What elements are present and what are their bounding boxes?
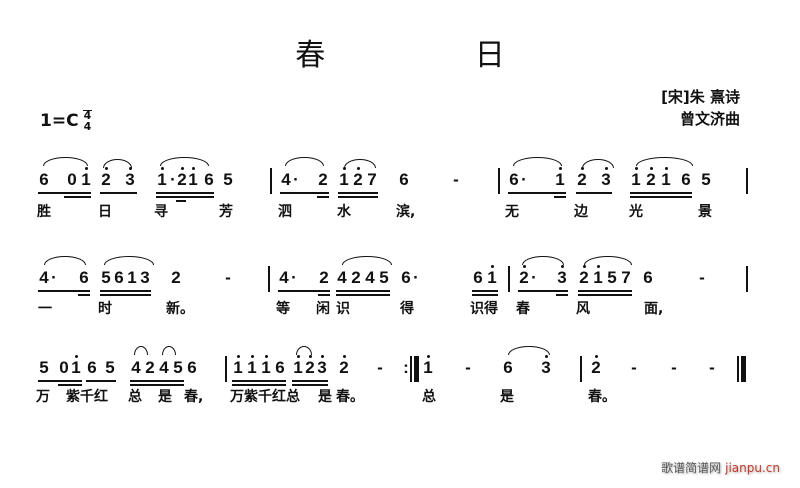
score-line-1: 6 0 1 2 3 1 · 2 1 6 5 4· 2 1 2 7 6 - 6· …	[0, 150, 800, 220]
page-title: 春 日	[295, 38, 575, 73]
score-line-2: 4· 6 5 6 1 3 2 - 4· 2 4 2 4 5 6· 6 1 2· …	[0, 248, 800, 318]
lyricist-credit: [宋]朱 熹诗	[661, 88, 740, 106]
time-signature: 4 4	[82, 109, 92, 133]
composer-credit: 曾文济曲	[679, 110, 740, 128]
key: 1=C	[40, 111, 79, 131]
score-line-3: 5 0 1 6 5 4 2 4 5 6 1 1 1 6 1 2 3 2 - : …	[0, 340, 800, 410]
key-signature: 1=C 4 4	[40, 109, 92, 133]
